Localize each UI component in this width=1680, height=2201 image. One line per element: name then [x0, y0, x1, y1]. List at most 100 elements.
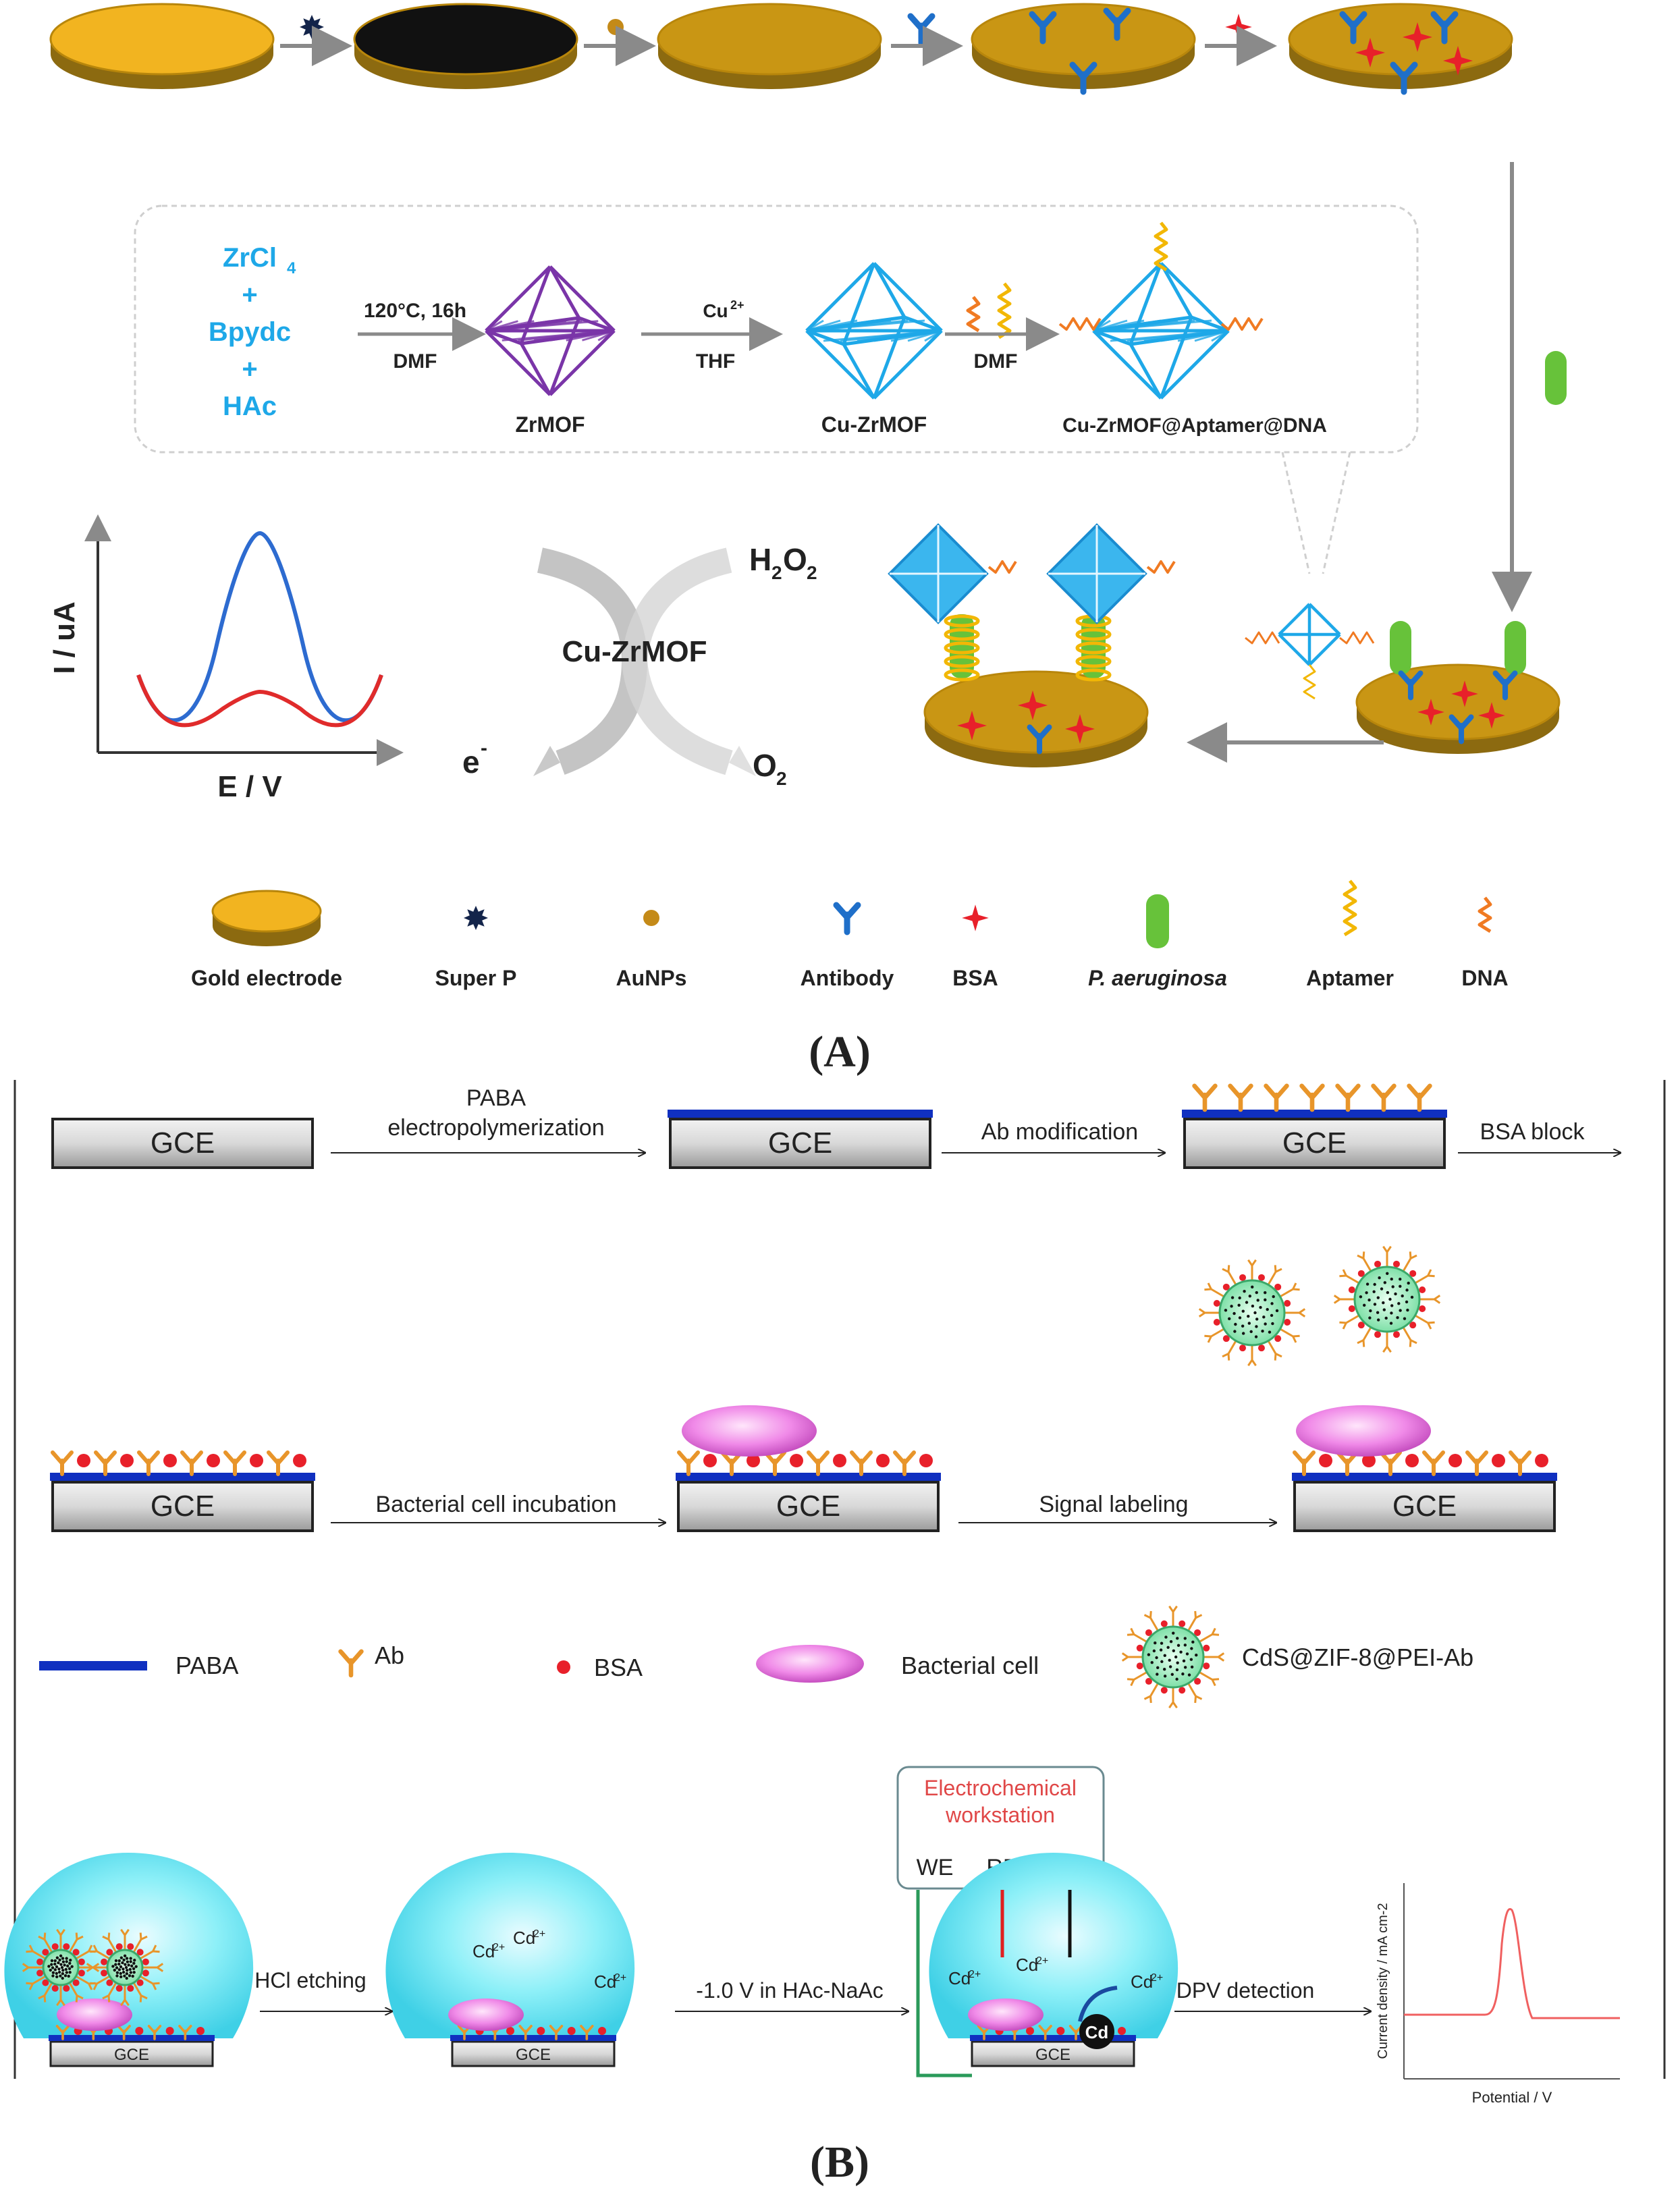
bead-cds — [1271, 1322, 1274, 1326]
ab-on-gce — [269, 1452, 288, 1474]
bead-dot — [36, 1958, 44, 1965]
cd-ion: Cd — [1131, 1972, 1153, 1992]
catalyst-label: Cu-ZrMOF — [562, 635, 707, 668]
small-dna-right — [1339, 631, 1375, 645]
bead-ab — [1274, 1265, 1282, 1273]
bead-cds — [1390, 1304, 1394, 1307]
bead-cds — [1376, 1296, 1380, 1299]
mof-edge — [1278, 603, 1311, 636]
mof-edge — [842, 343, 876, 400]
bead-cds — [1166, 1646, 1170, 1649]
conjugate-dna-left — [1058, 317, 1102, 331]
bead-cds — [117, 1959, 121, 1963]
bsa-icon — [1225, 13, 1252, 40]
conjugate-small — [1278, 603, 1341, 666]
we-wire — [916, 1890, 972, 2077]
ab-on-gce-glyph — [96, 1452, 115, 1474]
mof-label-right — [1046, 523, 1147, 624]
bead-cds — [1390, 1277, 1393, 1281]
bead-dot — [1348, 1286, 1355, 1294]
bead-ab — [1204, 1282, 1212, 1291]
step-signal-label: Signal labeling — [1039, 1492, 1188, 1517]
bead-cds — [132, 1971, 136, 1974]
legend-label-2: AuNPs — [616, 966, 687, 990]
bead-dot — [51, 1943, 59, 1951]
bead-cds — [1175, 1668, 1179, 1672]
bead-cds — [1241, 1324, 1245, 1328]
bead-cds — [1384, 1316, 1388, 1320]
bead-cds — [114, 1959, 118, 1963]
cd-2a: Cd2+ — [472, 1941, 505, 1961]
bead-ab — [1194, 1695, 1203, 1704]
synthesis-box — [134, 205, 1419, 454]
p-aeruginosa-icon — [1545, 351, 1567, 405]
bead-arm — [139, 1950, 154, 1960]
bead-arm — [1279, 1328, 1294, 1338]
bead-cds — [1195, 1654, 1198, 1657]
bead-cds — [1365, 1291, 1368, 1295]
bead-cds — [1376, 1318, 1380, 1322]
step-bsa-label: BSA block — [1480, 1119, 1586, 1145]
bead-cds — [1275, 1309, 1279, 1313]
bead-cds — [68, 1961, 72, 1965]
gce-droplet-1: GCE — [49, 2025, 215, 2067]
dpv-xlabel: Potential / V — [1472, 2089, 1552, 2106]
legend-super-p — [464, 906, 488, 930]
bsa-on-gce — [1026, 2027, 1034, 2035]
bead-cds — [114, 1963, 117, 1966]
bead-cds — [51, 1971, 55, 1974]
step2-charge: 2+ — [730, 298, 744, 312]
captured-bacterium-right — [1075, 614, 1112, 682]
legend-aunps — [643, 910, 659, 926]
bead-cds — [61, 1976, 64, 1980]
bead-dot — [142, 1969, 149, 1977]
panel-a-caption: (A) — [809, 1027, 871, 1077]
bead-cds — [53, 1962, 57, 1966]
legend-label-1: Super P — [435, 966, 517, 990]
step-paba-1: PABA — [466, 1085, 526, 1111]
bead-cds — [125, 1976, 128, 1980]
gce-step-3: GCE — [1182, 1110, 1447, 1169]
ab-on-gce-glyph — [182, 1452, 201, 1474]
bead-dot — [1213, 1318, 1220, 1326]
bead-dot — [1194, 1629, 1201, 1636]
bead-ab — [139, 1994, 148, 2003]
legend-cell — [756, 1645, 864, 1683]
bead-ab — [38, 1932, 47, 1940]
mof-edge — [873, 262, 943, 332]
bead-dot — [106, 1949, 113, 1956]
bead-cds — [1164, 1635, 1168, 1639]
bsa-on-gce — [163, 1454, 177, 1467]
aptamer-coil — [944, 628, 980, 641]
bead-cds — [1175, 1677, 1178, 1681]
legend-paba-label: PABA — [175, 1652, 238, 1679]
cd-ion-charge: 2+ — [493, 1942, 505, 1953]
legend-antibody — [836, 905, 858, 932]
bead-dot — [136, 1979, 144, 1986]
bead-cds — [1261, 1329, 1264, 1333]
bead-ab — [75, 1932, 84, 1940]
probe-in-droplet — [22, 1928, 100, 2007]
bead-cds — [1391, 1285, 1394, 1288]
gce-step-4: GCE — [50, 1473, 315, 1532]
bead-cds — [57, 1967, 61, 1971]
bead-arm — [1133, 1633, 1147, 1643]
ab-on-gce — [1295, 1452, 1313, 1474]
bead-cds — [1378, 1276, 1381, 1280]
bead-cds — [1399, 1309, 1402, 1312]
bead-dot — [1274, 1283, 1282, 1290]
legend-label-6: Aptamer — [1306, 966, 1394, 990]
bead-cds — [1359, 1295, 1363, 1299]
h2o2-sub1: 2 — [771, 562, 782, 583]
legend-bsa-label: BSA — [594, 1654, 643, 1681]
bead-ab — [1168, 1702, 1178, 1709]
mof-edge — [1159, 262, 1193, 319]
bead-core — [1353, 1266, 1421, 1333]
bead-dot — [1409, 1322, 1417, 1329]
plot-xlabel: E / V — [217, 770, 282, 803]
mof-edge — [1308, 633, 1341, 666]
bead-cds — [1191, 1640, 1195, 1644]
bead-cds — [1406, 1308, 1409, 1312]
